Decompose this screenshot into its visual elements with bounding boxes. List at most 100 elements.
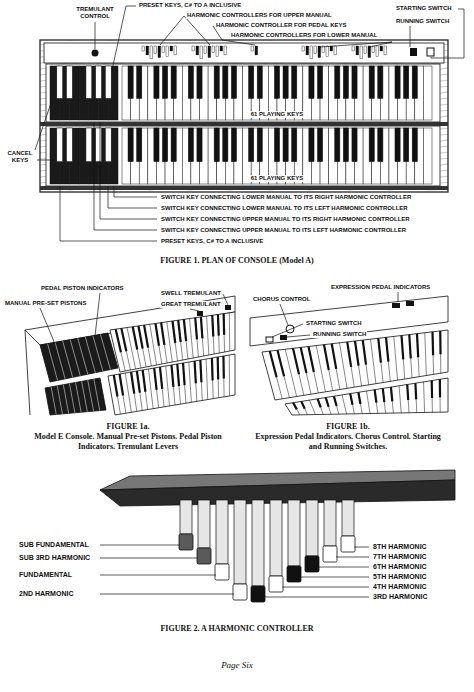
key — [184, 319, 186, 341]
leader-line — [108, 186, 157, 208]
key — [137, 371, 142, 410]
figure-caption: FIGURE 2. A HARMONIC CONTROLLER — [159, 624, 314, 634]
drawbar — [251, 500, 265, 602]
key — [301, 347, 307, 373]
harmonic-label: 6TH HARMONIC — [372, 563, 428, 571]
key — [120, 374, 124, 396]
key — [424, 382, 425, 413]
key — [128, 66, 133, 98]
drawbar-handle — [179, 534, 193, 550]
drawbar-shaft — [306, 500, 318, 556]
drawbar — [376, 46, 379, 56]
drawbar — [150, 46, 153, 59]
key — [217, 314, 220, 335]
key — [201, 317, 204, 356]
key — [217, 357, 219, 398]
key — [270, 351, 277, 377]
drawbar — [154, 46, 157, 54]
key — [96, 128, 102, 162]
key — [257, 128, 262, 162]
key — [137, 371, 140, 393]
figure-caption: FIGURE 1. PLAN OF CONSOLE (Model A) — [159, 256, 314, 266]
key — [395, 128, 400, 162]
drawbar-handle — [215, 564, 229, 580]
key — [223, 66, 228, 98]
key — [137, 128, 142, 162]
key — [217, 357, 220, 379]
key — [86, 128, 92, 162]
drawbar-shaft — [216, 500, 228, 564]
key — [133, 327, 138, 350]
harmonic-controller — [100, 470, 455, 602]
key — [395, 66, 400, 98]
drawbar — [306, 46, 309, 55]
piston — [63, 385, 68, 414]
model-e-console — [25, 330, 30, 415]
key — [386, 337, 388, 361]
key — [195, 318, 197, 340]
key — [223, 314, 225, 352]
key — [350, 394, 354, 414]
leader-line — [287, 335, 310, 337]
key — [105, 66, 111, 98]
leader-line — [95, 22, 96, 49]
key — [350, 394, 352, 405]
key — [231, 66, 236, 98]
key — [383, 388, 385, 402]
key — [188, 66, 193, 98]
key — [406, 385, 409, 401]
piston-block — [45, 378, 106, 415]
key — [177, 364, 180, 404]
keyboard — [108, 354, 235, 415]
key — [324, 345, 333, 391]
harmonic-label: 2ND HARMONIC — [18, 590, 74, 598]
key — [171, 66, 176, 98]
drawbar — [384, 46, 387, 55]
leader-line — [398, 292, 399, 302]
piston — [88, 380, 94, 411]
keyboard — [262, 330, 448, 415]
key — [423, 128, 432, 184]
part-label: SWITCH KEY CONNECTING UPPER MANUAL TO IT… — [160, 216, 411, 223]
drawbar — [174, 46, 177, 55]
key — [439, 379, 440, 412]
key — [412, 128, 417, 162]
drawbar-handle — [341, 536, 355, 552]
key — [399, 386, 401, 413]
key — [378, 338, 381, 362]
key — [283, 128, 288, 162]
key — [125, 373, 131, 412]
harmonic-label: FUNDAMENTAL — [18, 571, 73, 579]
piston — [85, 337, 95, 373]
key — [369, 128, 374, 162]
key — [415, 383, 416, 412]
part-label: MANUAL PRE-SET PISTONS — [4, 300, 87, 307]
key — [188, 128, 193, 162]
part-label: PRESET KEYS, C# TO A INCLUSIVE — [160, 238, 264, 245]
starting-switch — [266, 337, 273, 342]
harmonic-label: SUB 3RD HARMONIC — [18, 554, 91, 562]
piston — [82, 381, 88, 411]
part-label: HARMONIC CONTROLLERS FOR LOWER MANUAL — [230, 32, 378, 39]
key — [212, 358, 213, 399]
console-plan — [40, 40, 448, 192]
key — [257, 66, 262, 98]
key — [178, 320, 183, 360]
key — [278, 350, 290, 398]
key — [409, 335, 410, 359]
leader-line — [320, 42, 392, 47]
piston — [69, 384, 74, 413]
drawbar — [323, 500, 337, 562]
key — [316, 346, 325, 392]
part-label: HARMONIC CONTROLLERS FOR UPPER MANUAL — [186, 12, 333, 19]
key — [197, 66, 202, 98]
key — [358, 392, 362, 413]
key — [249, 66, 254, 98]
key — [138, 326, 142, 349]
key — [162, 128, 167, 162]
leader-line — [272, 324, 303, 337]
key — [231, 128, 236, 162]
leader-line — [40, 308, 55, 344]
key — [326, 398, 331, 415]
